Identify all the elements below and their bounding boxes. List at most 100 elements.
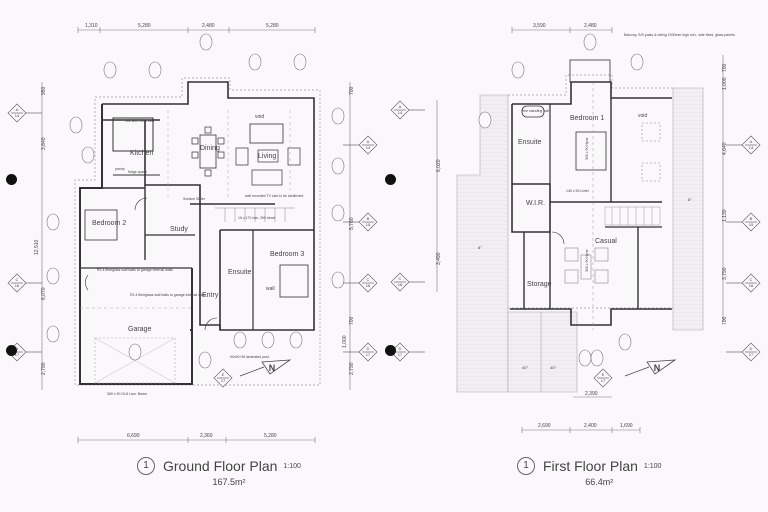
ground-floor-title-block: 1 Ground Floor Plan 1:100 167.5m² bbox=[137, 457, 301, 487]
svg-text:700: 700 bbox=[349, 86, 355, 95]
svg-text:fridge space: fridge space bbox=[128, 170, 147, 174]
svg-text:void: void bbox=[638, 113, 647, 119]
svg-text:1,130: 1,130 bbox=[722, 209, 728, 222]
north-arrow-icon bbox=[624, 359, 677, 377]
svg-text:17: 17 bbox=[398, 352, 403, 357]
svg-text:8°: 8° bbox=[688, 197, 692, 202]
svg-text:void: void bbox=[255, 114, 264, 120]
svg-text:N: N bbox=[269, 363, 276, 373]
svg-text:hob with hood over: hob with hood over bbox=[125, 119, 155, 123]
svg-text:Balcony, S/S posts & railing 1: Balcony, S/S posts & railing 1000mm high… bbox=[624, 33, 736, 37]
svg-text:pantry: pantry bbox=[115, 167, 125, 171]
ground-grid-labels: A14 C16 D17 A14 B15 C16 D17 E17 bbox=[15, 107, 371, 383]
ground-floor-plan bbox=[41, 27, 351, 443]
svg-text:15: 15 bbox=[366, 222, 371, 227]
room-dining: Dining bbox=[200, 145, 220, 152]
svg-text:B: B bbox=[750, 216, 753, 221]
svg-text:C: C bbox=[750, 277, 753, 282]
svg-text:D: D bbox=[16, 346, 19, 351]
svg-text:16 x 170 rise, 250 tread: 16 x 170 rise, 250 tread bbox=[238, 216, 275, 220]
room-study: Study bbox=[170, 226, 188, 233]
room-entry: Entry bbox=[202, 292, 219, 299]
svg-text:R2.4 fibreglass wall batts to: R2.4 fibreglass wall batts to garage int… bbox=[97, 268, 173, 272]
svg-text:B: B bbox=[367, 216, 370, 221]
first-floor-area: 66.4m² bbox=[585, 477, 614, 488]
svg-text:140 x 90 Lintel: 140 x 90 Lintel bbox=[566, 189, 589, 193]
svg-text:C: C bbox=[399, 276, 402, 281]
svg-text:D: D bbox=[367, 346, 370, 351]
drawing-number: 1 bbox=[517, 457, 535, 475]
svg-text:2,790: 2,790 bbox=[41, 362, 47, 375]
svg-text:16: 16 bbox=[15, 283, 20, 288]
room-wir: W.I.R. bbox=[526, 200, 545, 207]
punch-hole bbox=[6, 345, 17, 356]
room-casual: Casual bbox=[595, 238, 617, 245]
svg-text:free standing bath: free standing bath bbox=[522, 109, 550, 113]
svg-text:40°: 40° bbox=[522, 365, 528, 370]
svg-text:14: 14 bbox=[398, 110, 403, 115]
north-labels: N N bbox=[269, 363, 661, 373]
ground-notes: hob with hood over fridge space pantry w… bbox=[97, 119, 303, 396]
svg-text:8°: 8° bbox=[478, 245, 482, 250]
svg-text:2,360: 2,360 bbox=[200, 433, 213, 439]
svg-text:A: A bbox=[367, 139, 370, 144]
svg-text:700: 700 bbox=[722, 316, 728, 325]
svg-text:700: 700 bbox=[722, 63, 728, 72]
svg-text:wall: wall bbox=[266, 286, 275, 292]
svg-text:300 x 90 Hyne: 300 x 90 Hyne bbox=[585, 249, 589, 272]
room-ensuite: Ensuite bbox=[228, 269, 251, 276]
svg-text:D: D bbox=[750, 346, 753, 351]
punch-hole bbox=[6, 174, 17, 185]
svg-text:17: 17 bbox=[601, 378, 606, 383]
svg-text:2,390: 2,390 bbox=[585, 391, 598, 397]
ground-room-labels: Kitchen Dining Living Bedroom 2 Study Be… bbox=[92, 114, 304, 333]
room-garage: Garage bbox=[128, 326, 151, 333]
svg-text:16: 16 bbox=[398, 282, 403, 287]
svg-text:14: 14 bbox=[15, 113, 20, 118]
ground-dimension-labels: 1,310 5,280 2,480 5,280 6,690 2,360 5,28… bbox=[34, 23, 355, 439]
ground-floor-scale: 1:100 bbox=[283, 462, 301, 470]
svg-text:wall mounted TV size to be con: wall mounted TV size to be confirmed bbox=[245, 194, 303, 198]
drawing-number: 1 bbox=[137, 457, 155, 475]
svg-text:D: D bbox=[399, 346, 402, 351]
svg-text:1,000: 1,000 bbox=[722, 77, 728, 90]
svg-text:14: 14 bbox=[366, 145, 371, 150]
svg-text:R2.4 fibreglass wall batts to: R2.4 fibreglass wall batts to garage int… bbox=[130, 293, 206, 297]
svg-text:4,640: 4,640 bbox=[722, 142, 728, 155]
svg-text:3,590: 3,590 bbox=[533, 23, 546, 29]
svg-text:700: 700 bbox=[349, 316, 355, 325]
svg-text:A: A bbox=[750, 139, 753, 144]
svg-text:16: 16 bbox=[366, 283, 371, 288]
svg-text:2,480: 2,480 bbox=[584, 23, 597, 29]
first-floor-scale: 1:100 bbox=[643, 462, 662, 470]
svg-text:5,760: 5,760 bbox=[349, 217, 355, 230]
svg-text:6,070: 6,070 bbox=[41, 287, 47, 300]
svg-text:Surface Slider: Surface Slider bbox=[183, 197, 206, 201]
ground-floor-title: Ground Floor Plan bbox=[163, 458, 278, 474]
svg-text:40°: 40° bbox=[550, 365, 556, 370]
first-grid-labels: A14 C16 D17 A14 B15 C16 D17 E17 bbox=[398, 104, 754, 383]
svg-text:C: C bbox=[16, 277, 19, 282]
svg-text:E: E bbox=[222, 372, 225, 377]
svg-text:17: 17 bbox=[15, 352, 20, 357]
svg-text:360 x 90 GL8 Lam. Beam: 360 x 90 GL8 Lam. Beam bbox=[107, 392, 147, 396]
svg-text:2,790: 2,790 bbox=[349, 362, 355, 375]
room-bedroom-2: Bedroom 2 bbox=[92, 220, 126, 227]
svg-text:1,310: 1,310 bbox=[85, 23, 98, 29]
first-dimension-labels: 3,590 2,480 2,690 2,400 1,690 2,390 6,02… bbox=[436, 23, 728, 429]
svg-text:3,840: 3,840 bbox=[41, 137, 47, 150]
punch-hole bbox=[385, 345, 396, 356]
svg-text:90x90 H5 laminated post: 90x90 H5 laminated post bbox=[230, 355, 269, 359]
room-storage: Storage bbox=[527, 281, 552, 288]
svg-text:16: 16 bbox=[749, 283, 754, 288]
svg-text:1,000: 1,000 bbox=[342, 335, 348, 348]
first-floor-title: First Floor Plan bbox=[543, 458, 638, 474]
svg-text:950: 950 bbox=[41, 86, 47, 95]
svg-text:N: N bbox=[654, 363, 661, 373]
svg-text:15: 15 bbox=[749, 222, 754, 227]
svg-text:14: 14 bbox=[749, 145, 754, 150]
room-ensuite: Ensuite bbox=[518, 139, 541, 146]
ground-floor-area: 167.5m² bbox=[212, 477, 246, 488]
svg-text:2,690: 2,690 bbox=[538, 423, 551, 429]
